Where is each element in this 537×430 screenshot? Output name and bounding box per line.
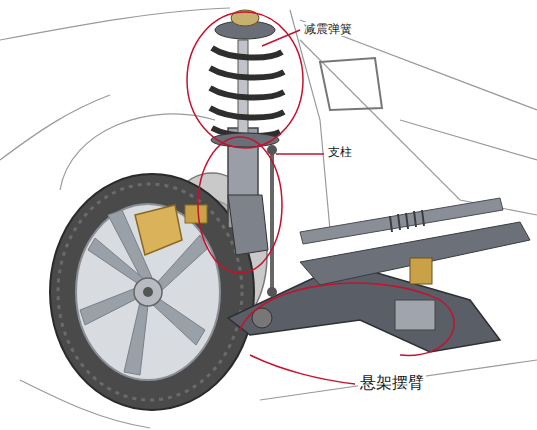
part-label: 悬架摆臂	[358, 373, 426, 392]
steering-rack	[300, 198, 503, 244]
tire	[50, 174, 254, 410]
tire-tread	[58, 184, 242, 400]
part-label: 减震弹簧	[302, 22, 354, 36]
brake-caliper	[135, 205, 182, 255]
car-body-outline	[0, 8, 537, 428]
coil-spring	[210, 48, 284, 136]
caliper-bracket	[185, 205, 207, 223]
callout-outlines	[187, 12, 454, 384]
part-label: 支柱	[326, 145, 354, 159]
steering-knuckle	[228, 195, 268, 255]
rack-boot	[390, 210, 424, 232]
link-joint	[267, 145, 277, 155]
wheel-hub	[134, 278, 162, 306]
stabilizer-link	[270, 150, 274, 292]
arm-bushing	[395, 300, 435, 330]
link-joint	[267, 287, 277, 297]
rim	[76, 204, 220, 380]
hub-cap	[143, 287, 153, 297]
stabilizer-mount	[410, 258, 432, 284]
lower-control-arm	[228, 268, 500, 352]
